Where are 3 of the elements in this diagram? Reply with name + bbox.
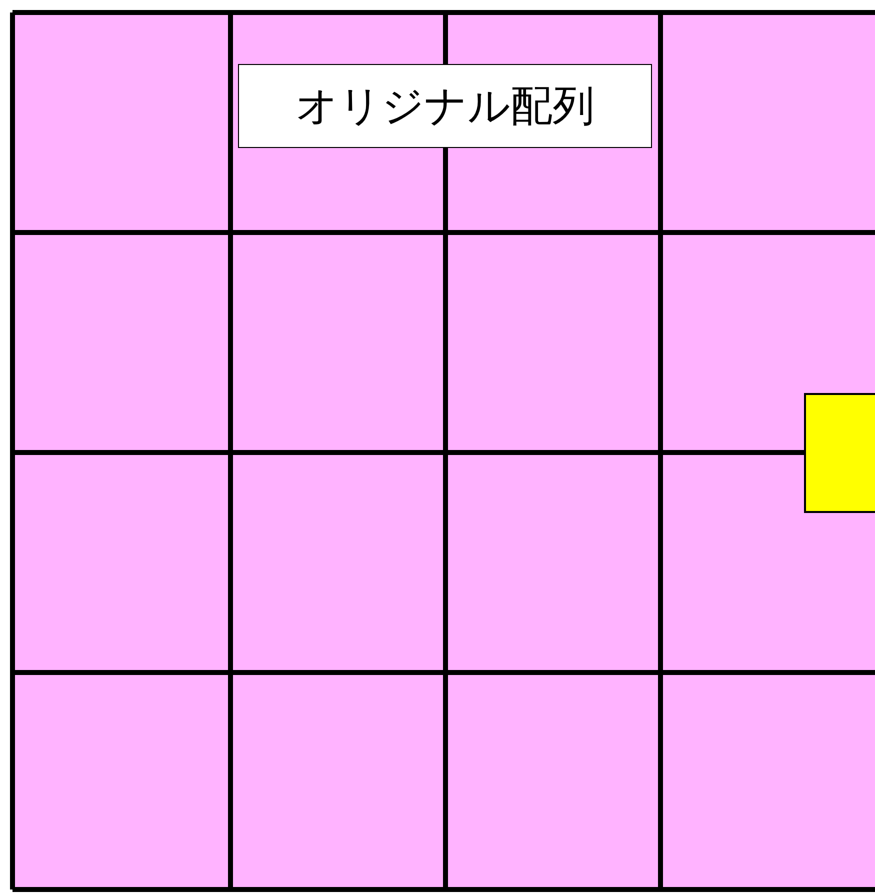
highlight-box <box>804 393 875 513</box>
title-label <box>238 64 652 148</box>
label-text: オリジナル配列 <box>296 80 594 132</box>
